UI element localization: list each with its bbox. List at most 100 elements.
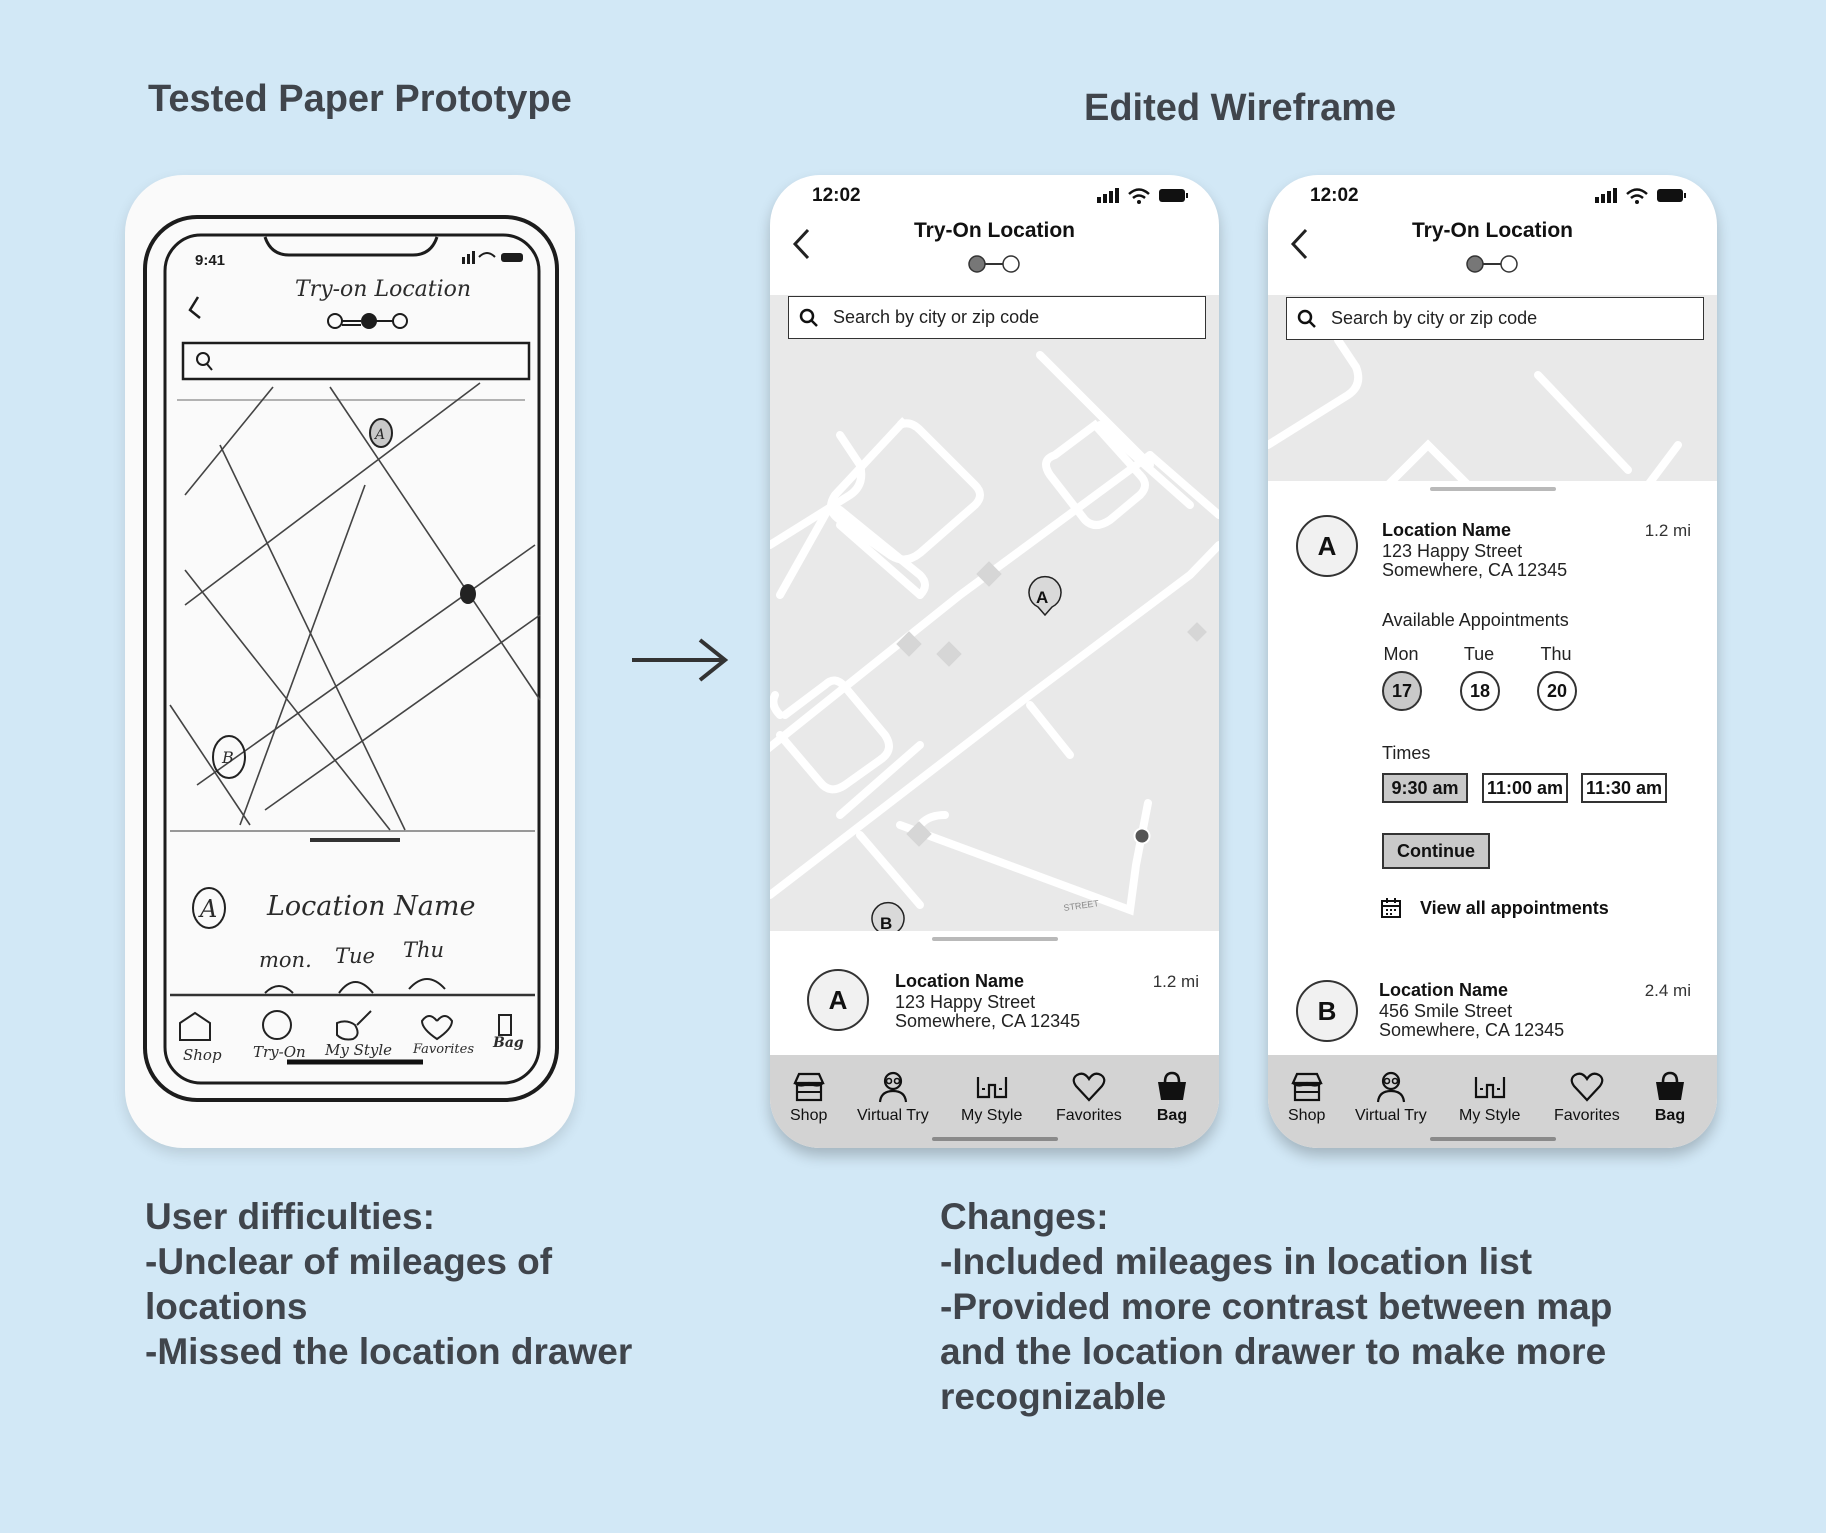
change-line: -Provided more contrast between map — [940, 1286, 1613, 1327]
paper-day-tue: Tue — [335, 944, 375, 968]
difficulties-heading: User difficulties: — [145, 1196, 435, 1237]
wireframe-phone-map: 12:02 Try-On Location Search by city or … — [770, 175, 1219, 1148]
difficulty-line: locations — [145, 1286, 308, 1327]
date-17-chip[interactable]: 17 — [1382, 671, 1422, 711]
tab-favorites[interactable]: Favorites — [1056, 1071, 1122, 1125]
continue-button[interactable]: Continue — [1382, 833, 1490, 869]
time-930-chip[interactable]: 9:30 am — [1382, 773, 1468, 803]
difficulty-line: -Missed the location drawer — [145, 1331, 633, 1372]
paper-bag-icon — [498, 1014, 512, 1036]
glasses-icon — [976, 1077, 1007, 1099]
paper-location-name: Location Name — [266, 891, 475, 922]
step-indicator — [968, 255, 1020, 273]
paper-drawer-letter: A — [192, 887, 226, 929]
paper-tryon-icon — [262, 1010, 292, 1040]
tab-virtual-try[interactable]: Virtual Try — [857, 1071, 929, 1125]
status-time: 12:02 — [1310, 185, 1359, 206]
changes-notes: Changes: -Included mileages in location … — [940, 1194, 1612, 1419]
map-current-location-dot — [1133, 827, 1151, 845]
heart-icon — [1570, 1072, 1604, 1102]
time-1130-chip[interactable]: 11:30 am — [1581, 773, 1667, 803]
location-address-line2: Somewhere, CA 12345 — [895, 1011, 1081, 1031]
user-difficulties-notes: User difficulties: -Unclear of mileages … — [145, 1194, 632, 1374]
time-1100-chip[interactable]: 11:00 am — [1482, 773, 1568, 803]
location-name: Location Name — [895, 971, 1025, 991]
home-indicator — [932, 1137, 1058, 1141]
paper-stepper — [327, 313, 408, 329]
location-drawer[interactable]: A Location Name 123 Happy Street Somewhe… — [770, 931, 1219, 1061]
drawer-handle[interactable] — [932, 937, 1058, 941]
svg-text:A: A — [1036, 588, 1048, 607]
calendar-icon — [1381, 898, 1401, 918]
view-all-appointments-link[interactable]: View all appointments — [1380, 897, 1609, 919]
search-placeholder: Search by city or zip code — [833, 307, 1040, 327]
tab-my-style[interactable]: My Style — [1459, 1071, 1520, 1125]
change-line: -Included mileages in location list — [940, 1241, 1533, 1282]
available-appointments-label: Available Appointments — [1382, 610, 1569, 630]
paper-tab-tryon: Try-On — [253, 1043, 306, 1061]
back-chevron-icon[interactable] — [790, 227, 814, 261]
location-address-line1: 123 Happy Street — [895, 992, 1036, 1012]
location-letter-badge: A — [807, 969, 869, 1031]
location-distance: 1.2 mi — [1152, 972, 1199, 991]
wireframe-heading: Edited Wireframe — [1084, 87, 1397, 129]
search-placeholder: Search by city or zip code — [1331, 308, 1538, 328]
location-a-address-line1: 123 Happy Street — [1382, 541, 1523, 561]
tab-virtual-try[interactable]: Virtual Try — [1355, 1071, 1427, 1125]
tab-bag[interactable]: Bag — [1652, 1071, 1688, 1125]
search-icon — [1297, 309, 1316, 328]
svg-text:B: B — [221, 748, 234, 767]
location-a-address-line2: Somewhere, CA 12345 — [1382, 560, 1568, 580]
paper-status-icons — [462, 251, 523, 264]
tab-favorites[interactable]: Favorites — [1554, 1071, 1620, 1125]
location-a-name: Location Name — [1382, 520, 1512, 540]
arrow-right-icon — [632, 638, 729, 682]
drawer-handle[interactable] — [1430, 487, 1556, 491]
status-icons — [1097, 188, 1188, 204]
date-20-chip[interactable]: 20 — [1537, 671, 1577, 711]
paper-pin-b: B — [212, 735, 246, 779]
page-title: Try-On Location — [1411, 219, 1573, 242]
tab-shop[interactable]: Shop — [1288, 1071, 1325, 1125]
page-title: Try-On Location — [913, 219, 1075, 242]
location-a-distance: 1.2 mi — [1644, 521, 1691, 540]
home-indicator — [1430, 1137, 1556, 1141]
change-line: recognizable — [940, 1376, 1167, 1417]
changes-heading: Changes: — [940, 1196, 1109, 1237]
location-b-address-line1: 456 Smile Street — [1379, 1001, 1513, 1021]
search-input[interactable]: Search by city or zip code — [788, 296, 1206, 339]
day-mon: Mon — [1383, 644, 1419, 664]
location-b-letter-badge: B — [1296, 980, 1358, 1042]
difficulty-line: -Unclear of mileages of — [145, 1241, 553, 1282]
paper-favorites-icon — [420, 1015, 454, 1041]
change-line: and the location drawer to make more — [940, 1331, 1607, 1372]
heart-icon — [1072, 1072, 1106, 1102]
location-drawer[interactable]: A Location Name 123 Happy Street Somewhe… — [1268, 481, 1717, 1055]
svg-text:A: A — [373, 427, 385, 443]
glasses-icon — [1474, 1077, 1505, 1099]
tab-shop[interactable]: Shop — [790, 1071, 827, 1125]
paper-search-box — [181, 341, 531, 381]
paper-tab-mystyle: My Style — [324, 1041, 392, 1059]
paper-shop-icon — [179, 1011, 211, 1041]
tab-bag[interactable]: Bag — [1154, 1071, 1190, 1125]
paper-dot-pin — [460, 584, 476, 604]
location-b-address-line2: Somewhere, CA 12345 — [1379, 1020, 1565, 1040]
tab-bar: Shop Virtual Try My Style Favorites Bag — [770, 1055, 1219, 1148]
search-icon — [799, 308, 818, 327]
paper-title: Try-on Location — [295, 277, 471, 302]
store-icon — [1290, 1072, 1323, 1102]
avatar-glasses-icon — [878, 1071, 907, 1103]
map-street-label: STREET — [1063, 898, 1100, 913]
back-chevron-icon[interactable] — [1288, 227, 1312, 261]
paper-status-time: 9:41 — [195, 252, 225, 269]
date-18-chip[interactable]: 18 — [1460, 671, 1500, 711]
location-b-distance: 2.4 mi — [1644, 981, 1691, 1000]
map-pin-a[interactable]: A — [1028, 575, 1062, 617]
svg-text:B: B — [880, 914, 892, 933]
bag-icon — [1158, 1071, 1186, 1100]
tab-my-style[interactable]: My Style — [961, 1071, 1022, 1125]
search-input[interactable]: Search by city or zip code — [1286, 297, 1704, 340]
bag-icon — [1656, 1071, 1684, 1100]
paper-tab-favorites: Favorites — [412, 1042, 474, 1057]
